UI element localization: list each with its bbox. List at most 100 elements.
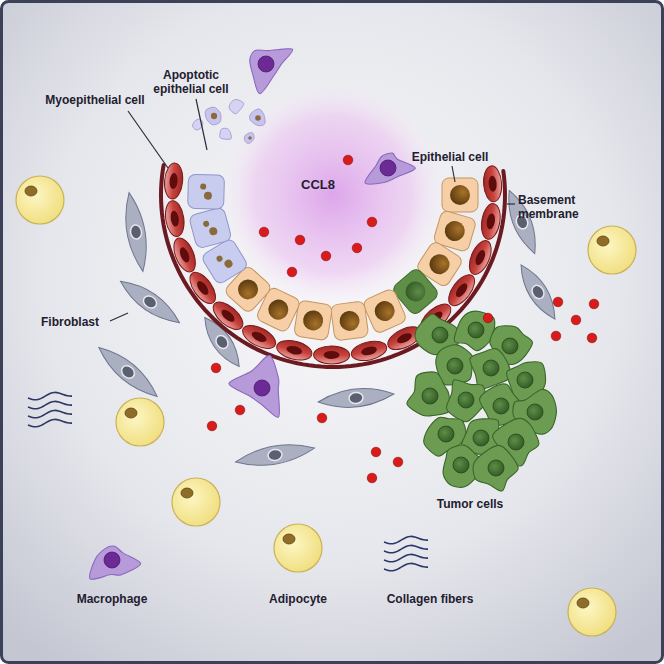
fibroblast-nucleus bbox=[129, 224, 142, 240]
myoepithelial-nucleus bbox=[170, 210, 180, 227]
epithelial-nucleus bbox=[234, 275, 262, 303]
myoepithelial-cell bbox=[479, 202, 503, 240]
tumor-nucleus bbox=[458, 392, 474, 408]
adipocyte-nucleus bbox=[283, 534, 295, 544]
macrophage-body bbox=[229, 355, 280, 417]
tumor-nucleus bbox=[468, 322, 484, 338]
myoepithelial-nucleus bbox=[169, 173, 178, 190]
myoepithelial-cell bbox=[163, 162, 184, 199]
legend-label: Macrophage bbox=[62, 592, 162, 606]
myoepithelial-body bbox=[314, 346, 350, 364]
epithelial-nucleus bbox=[426, 250, 454, 278]
adipocyte-nucleus bbox=[577, 598, 589, 608]
macrophage-body bbox=[365, 153, 415, 184]
cell-label: Epithelial cell bbox=[400, 150, 500, 164]
legend-label: Adipocyte bbox=[248, 592, 348, 606]
macrophage-body bbox=[90, 546, 141, 579]
ccl8-dot bbox=[589, 299, 599, 309]
nucleus-fragment bbox=[202, 220, 209, 227]
nucleus-fragment bbox=[211, 113, 217, 119]
legend-label: Collagen fibers bbox=[372, 592, 488, 606]
tumor-cell bbox=[407, 372, 450, 416]
apoptotic-body bbox=[220, 128, 232, 139]
macrophage bbox=[365, 153, 415, 184]
macrophage bbox=[90, 546, 141, 579]
myoepithelial-body bbox=[349, 338, 388, 364]
apoptotic-fragment bbox=[229, 99, 244, 113]
collagen-fiber bbox=[384, 554, 428, 561]
structure-label: Basement membrane bbox=[518, 193, 590, 221]
collagen-fiber bbox=[28, 410, 72, 417]
leader-line bbox=[196, 99, 207, 150]
tumor-nucleus bbox=[438, 426, 454, 442]
epithelial-body bbox=[442, 178, 478, 212]
macrophage-nucleus bbox=[380, 160, 396, 176]
apoptotic-fragment bbox=[250, 109, 266, 126]
leader-line bbox=[110, 313, 128, 321]
tumor-nucleus bbox=[508, 434, 524, 450]
nucleus-fragment bbox=[248, 136, 252, 140]
ccl8-dot bbox=[571, 315, 581, 325]
apoptotic-epithelial-cell bbox=[188, 174, 225, 209]
apoptotic-body bbox=[205, 107, 221, 125]
ccl8-dot bbox=[211, 363, 221, 373]
apoptotic-body bbox=[229, 99, 244, 113]
epithelial-nucleus bbox=[371, 298, 397, 324]
adipocyte-body bbox=[172, 478, 220, 526]
epithelial-nucleus bbox=[338, 310, 360, 332]
basement-membrane bbox=[161, 165, 505, 367]
macrophage-nucleus bbox=[254, 380, 270, 396]
tissue-front bbox=[90, 49, 599, 580]
cell-label: Fibroblast bbox=[30, 315, 110, 329]
fibroblast-nucleus bbox=[141, 293, 159, 310]
tumor-nucleus bbox=[517, 372, 533, 388]
myoepithelial-nucleus bbox=[286, 344, 303, 356]
myoepithelial-body bbox=[163, 200, 186, 238]
epithelial-nucleus bbox=[442, 219, 467, 244]
epithelial-body bbox=[294, 300, 333, 341]
apoptotic-fragment bbox=[220, 128, 232, 139]
ccl8-dot bbox=[317, 413, 327, 423]
tumor-cell-body bbox=[473, 445, 518, 491]
myoepithelial-cell bbox=[275, 337, 314, 363]
fibroblast bbox=[234, 439, 316, 471]
nucleus-fragment bbox=[223, 258, 234, 269]
adipocyte-nucleus bbox=[597, 236, 609, 246]
ccl8-dot bbox=[393, 457, 403, 467]
fibroblast-nucleus bbox=[348, 392, 363, 404]
myoepithelial-cell bbox=[482, 165, 502, 202]
nucleus-fragment bbox=[215, 255, 223, 263]
adipocyte-body bbox=[274, 524, 322, 572]
tumor-cell bbox=[473, 445, 518, 491]
tumor-cell-body bbox=[407, 372, 450, 416]
apoptotic-body bbox=[250, 109, 266, 126]
ccl8-dot bbox=[367, 217, 377, 227]
adipocyte-body bbox=[588, 226, 636, 274]
nucleus-fragment bbox=[255, 115, 261, 121]
ccl8-dot bbox=[259, 227, 269, 237]
tumor-nucleus bbox=[493, 398, 509, 414]
adipocyte-nucleus bbox=[125, 408, 137, 418]
fibroblast-body bbox=[93, 341, 163, 404]
myoepithelial-nucleus bbox=[486, 213, 497, 230]
fibroblast bbox=[513, 260, 562, 324]
nucleus-fragment bbox=[204, 192, 212, 200]
epithelial-nucleus bbox=[450, 185, 470, 205]
tumor-nucleus bbox=[432, 327, 448, 343]
epithelial-cell bbox=[330, 301, 368, 341]
ccl8-dot bbox=[287, 267, 297, 277]
myoepithelial-cell bbox=[163, 200, 186, 238]
macrophage-body bbox=[250, 49, 293, 94]
epithelial-body bbox=[362, 288, 408, 335]
ccl8-dot bbox=[321, 251, 331, 261]
fibroblast-body bbox=[317, 385, 394, 411]
fibroblast-nucleus bbox=[119, 363, 137, 380]
leader-line bbox=[128, 111, 168, 168]
fibroblast-nucleus bbox=[213, 333, 230, 351]
adipocyte-body bbox=[16, 176, 64, 224]
tumor-cell-body bbox=[470, 349, 510, 390]
tumor-nucleus bbox=[483, 360, 499, 376]
ccl8-dot bbox=[295, 235, 305, 245]
tumor-nucleus bbox=[527, 404, 543, 420]
collagen-fiber bbox=[384, 563, 428, 570]
